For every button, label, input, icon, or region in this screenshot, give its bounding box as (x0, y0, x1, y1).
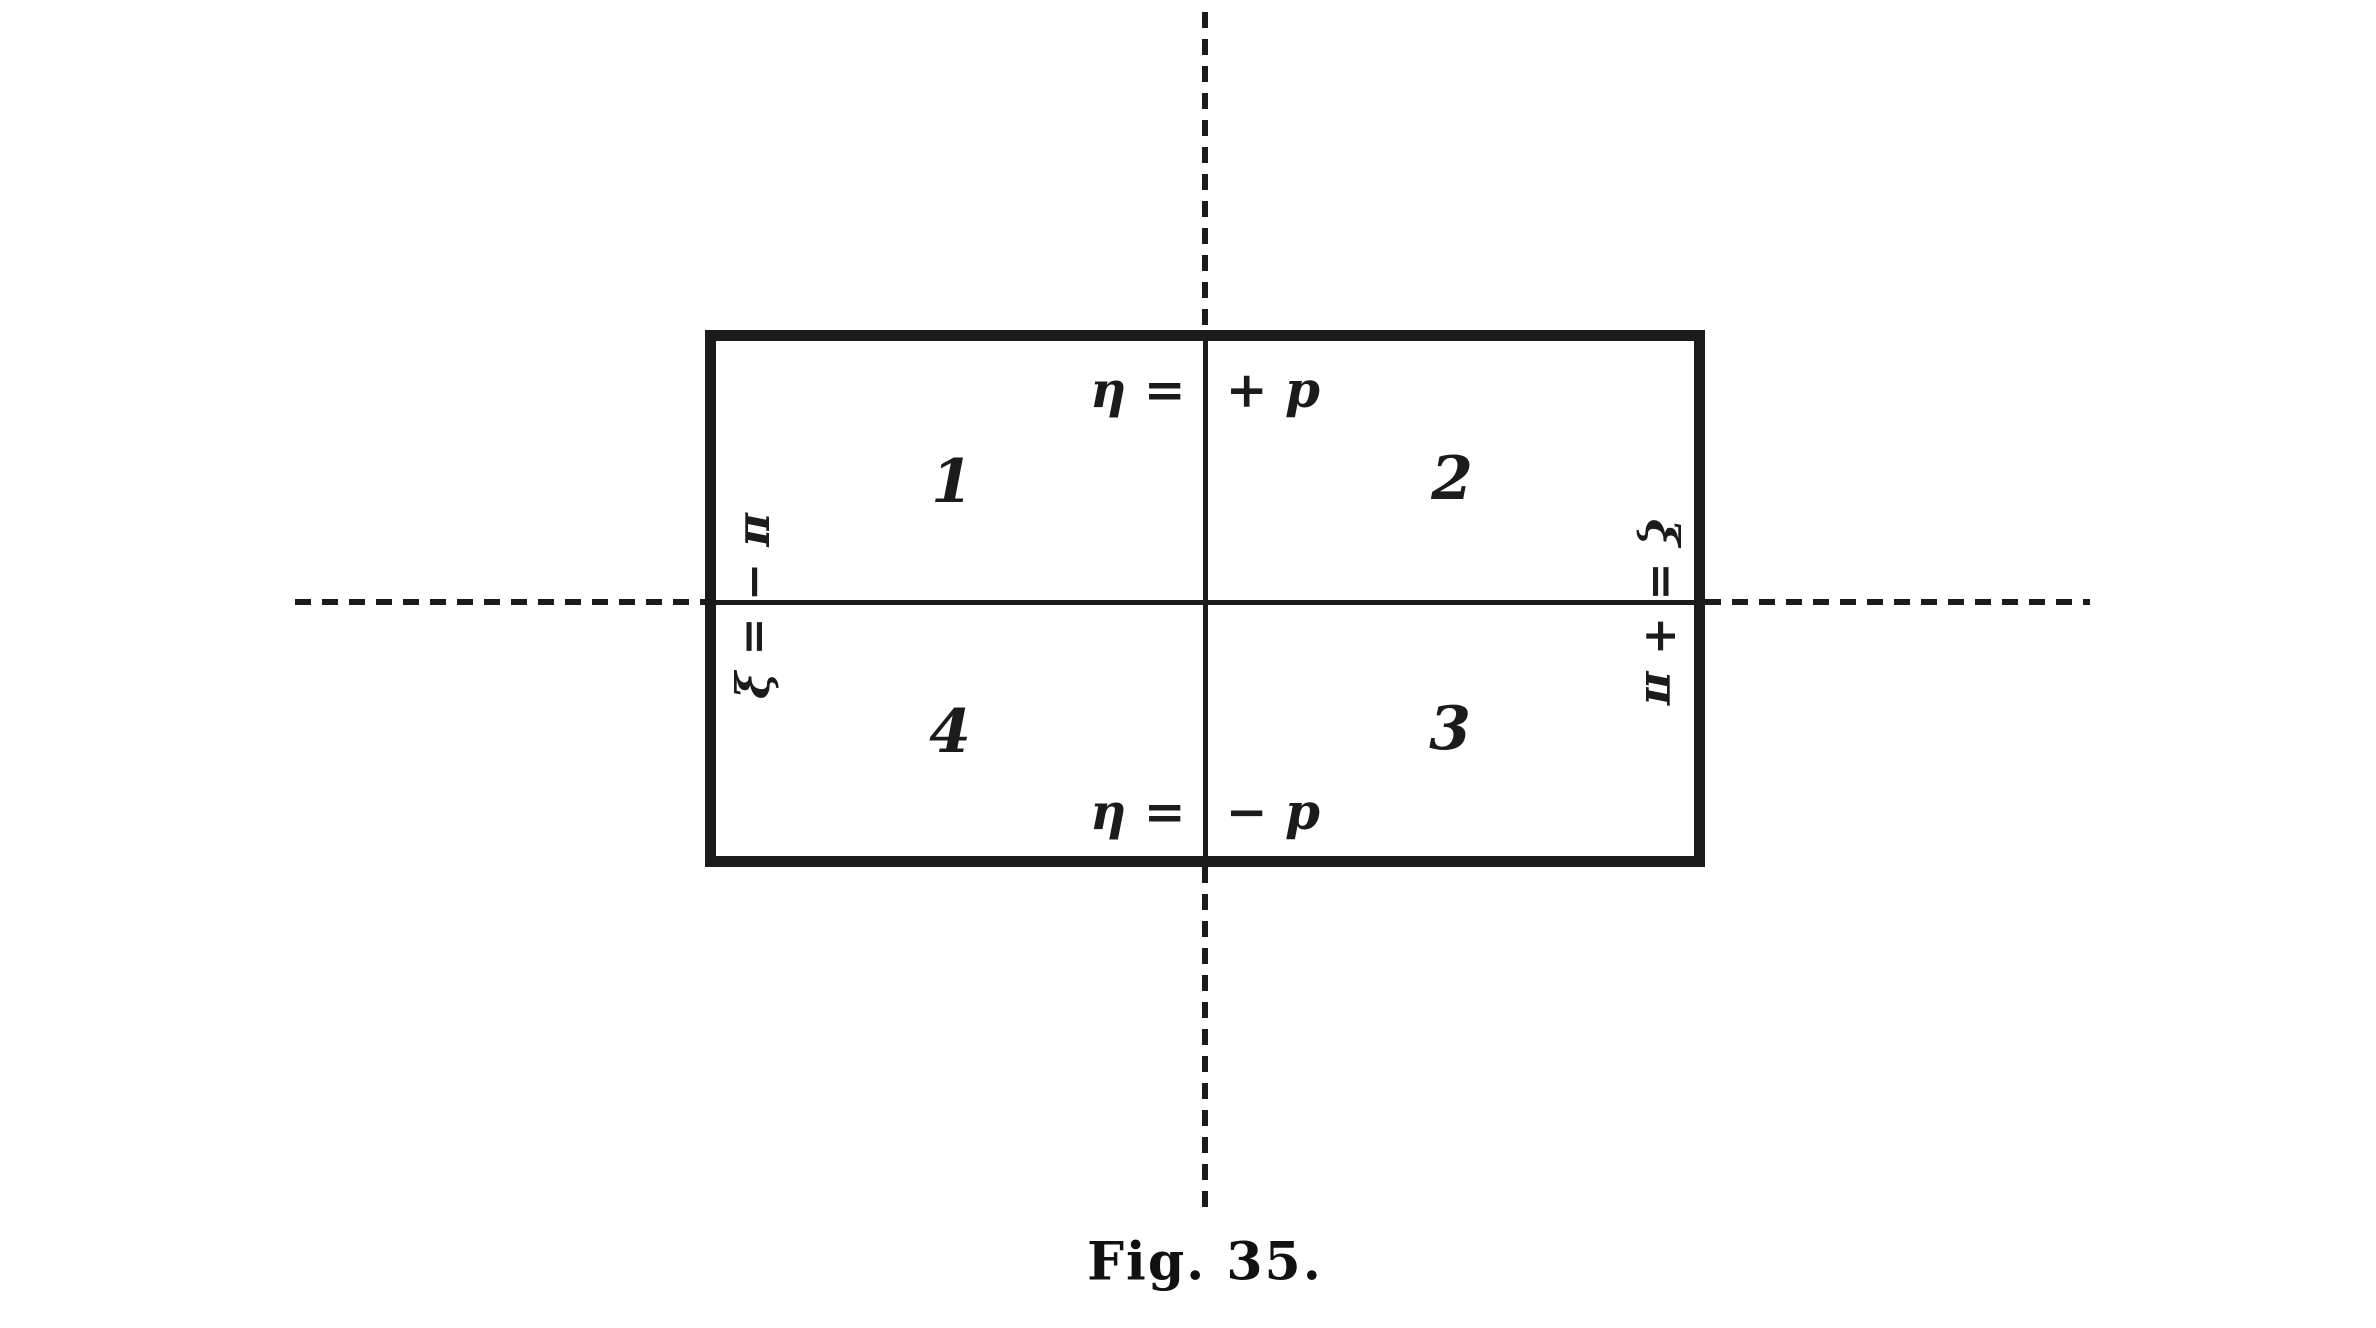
vertical-axis-solid (1203, 330, 1208, 867)
left-edge-label: ξ = − π (726, 512, 780, 700)
top-edge-label-rhs: + p (1225, 360, 1320, 419)
quadrant-3-label: 3 (1429, 694, 1471, 764)
domain-rectangle (705, 330, 1705, 867)
bottom-edge-label-rhs: − p (1225, 782, 1320, 841)
quadrant-1-label: 1 (931, 447, 973, 517)
top-edge-label: η = + p (1090, 365, 1320, 415)
vertical-axis-dashed-top (1202, 12, 1208, 330)
figure-caption: Fig. 35. (1087, 1231, 1323, 1293)
bottom-edge-label-lhs: η = (1090, 782, 1186, 841)
vertical-axis-dashed-bottom (1202, 867, 1208, 1212)
quadrant-4-label: 4 (929, 697, 971, 767)
quadrant-2-label: 2 (1431, 444, 1473, 514)
horizontal-axis-solid (705, 600, 1705, 605)
horizontal-axis-dashed-right (1705, 599, 2090, 605)
horizontal-axis-dashed-left (295, 599, 705, 605)
right-edge-label: ξ = + π (1635, 518, 1689, 706)
bottom-edge-label: η = − p (1090, 787, 1320, 837)
top-edge-label-lhs: η = (1090, 360, 1186, 419)
